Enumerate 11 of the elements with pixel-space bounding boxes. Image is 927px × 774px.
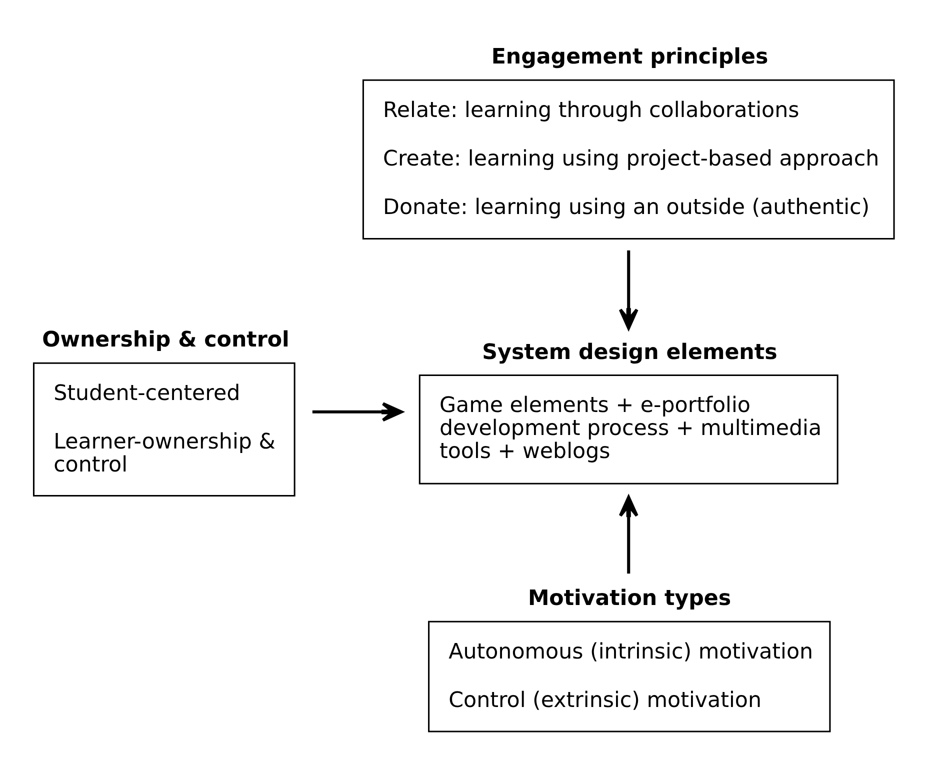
node-box: Autonomous (intrinsic) motivation Control (extrinsic) motivation: [428, 620, 831, 732]
node-box: Student-centered Learner-ownership & control: [32, 362, 296, 496]
arrow: [618, 250, 638, 329]
node-label: Engagement principles: [491, 44, 768, 70]
node-box: Relate: learning through collaborations Create: learning using project-based approach Donate: learning using an outside (authentic): [362, 78, 895, 240]
arrow: [618, 495, 638, 574]
node-box: Game elements + e-portfolio development process + multimedia tools + weblogs: [418, 374, 838, 484]
node-label: System design elements: [482, 339, 778, 364]
node-label: Motivation types: [528, 586, 732, 611]
node-label: Ownership & control: [42, 327, 290, 352]
arrow: [312, 402, 403, 422]
